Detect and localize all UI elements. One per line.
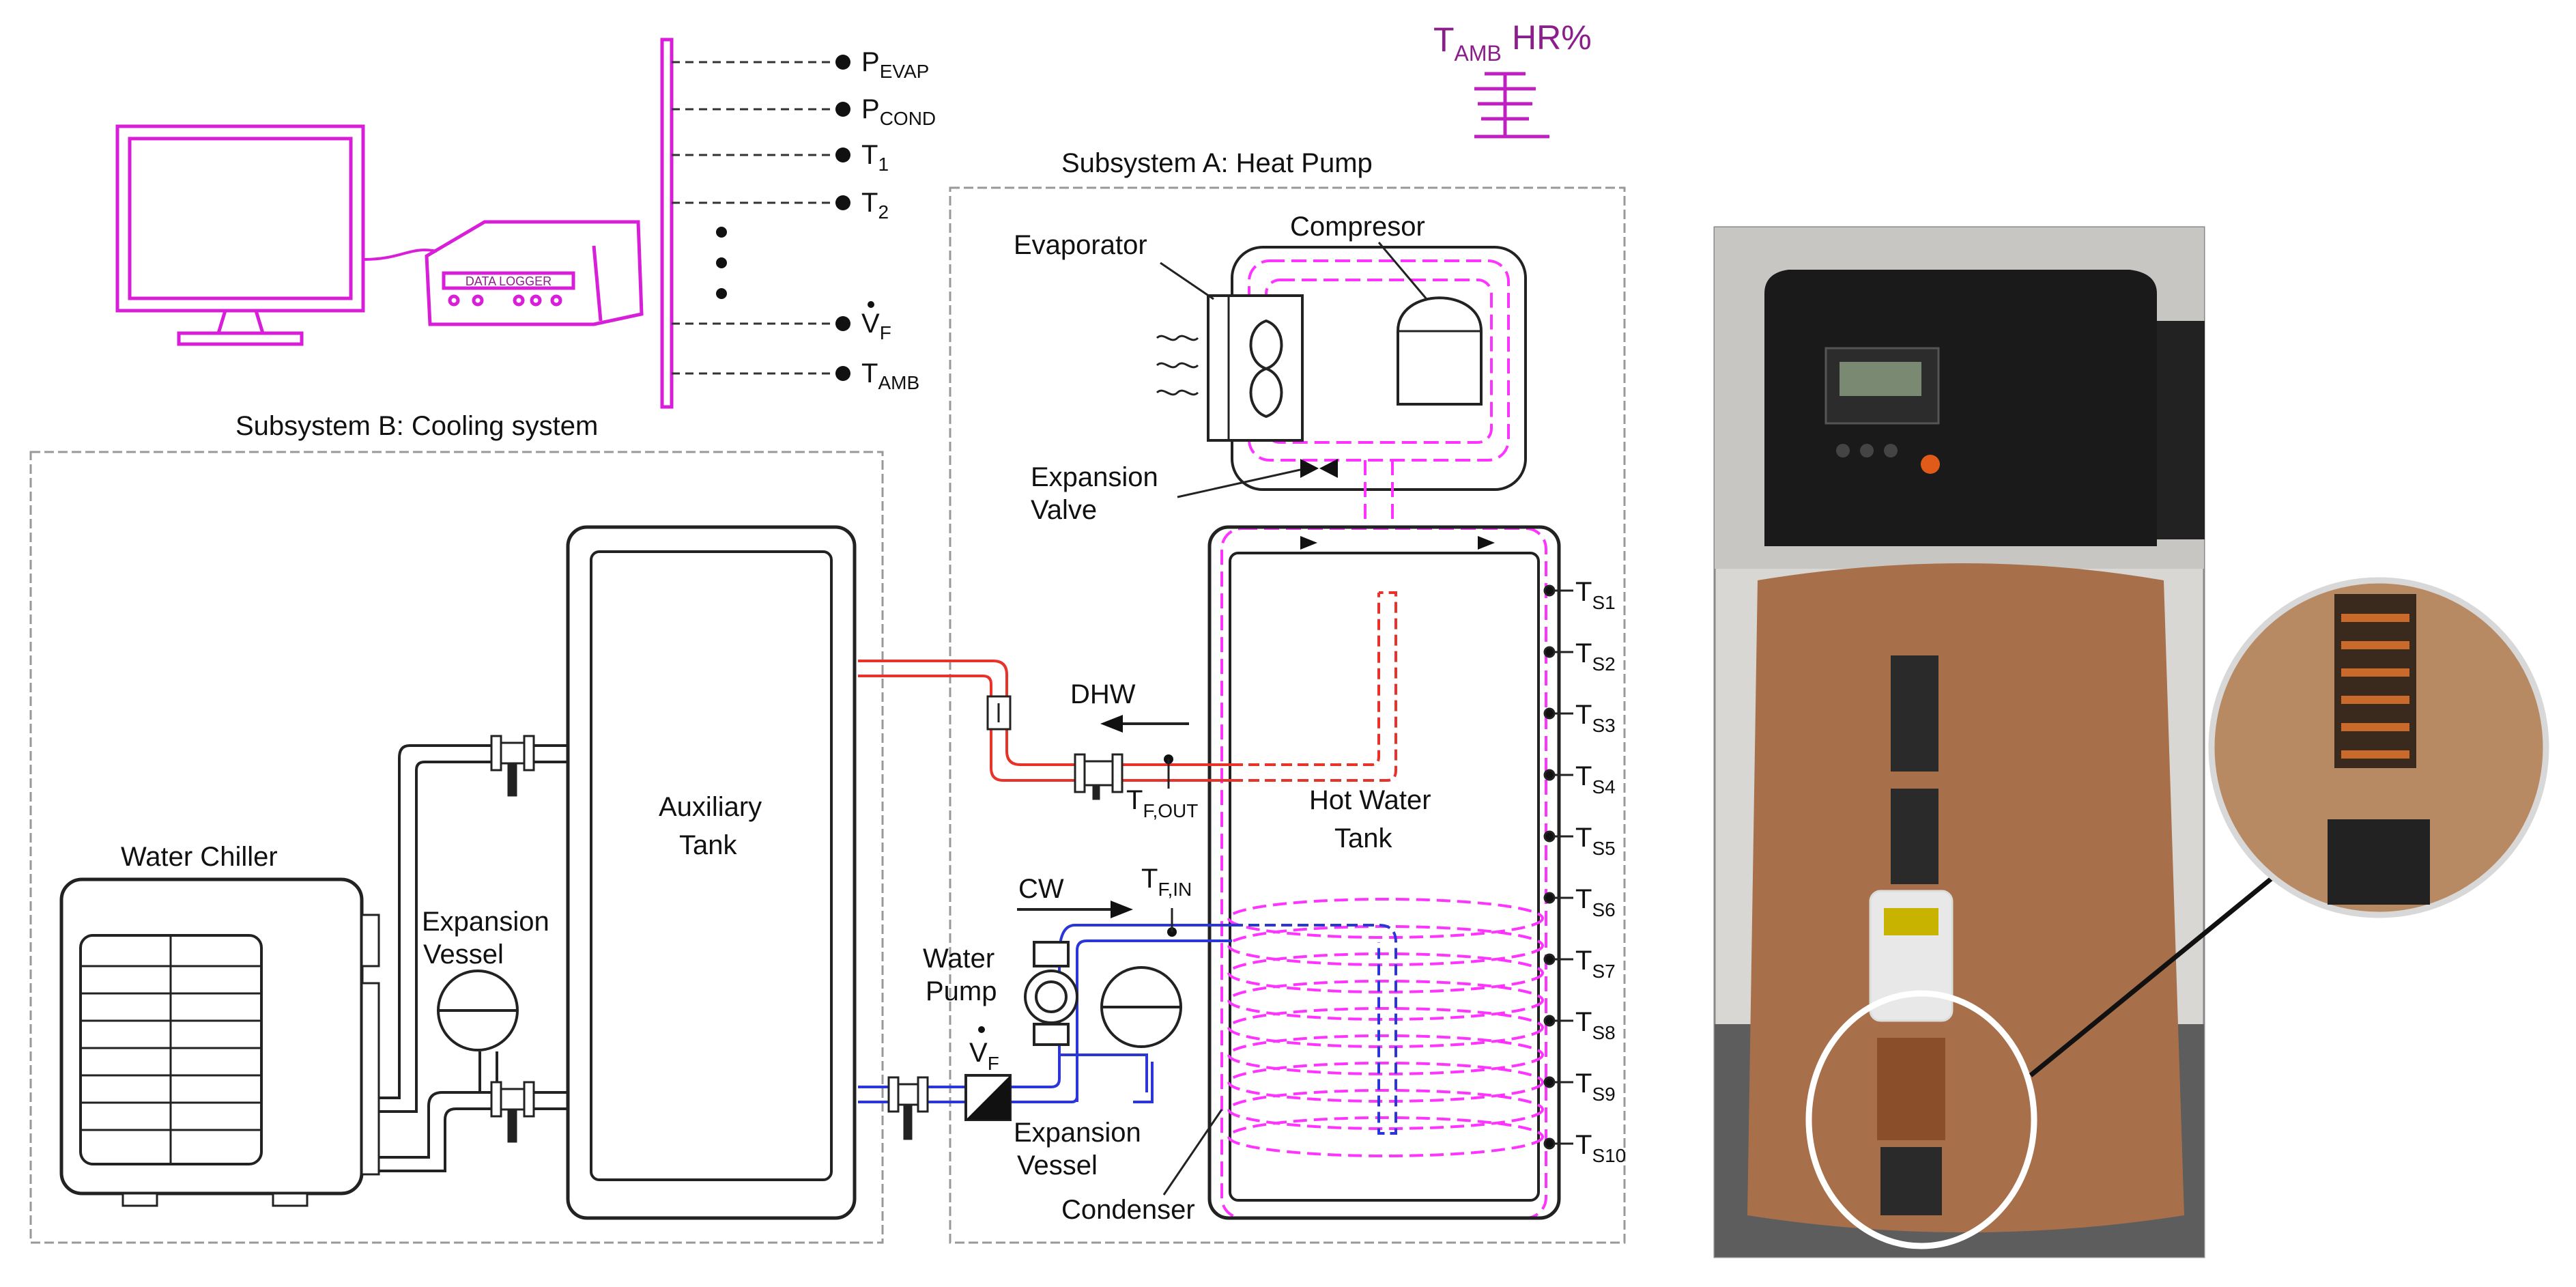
unit-photo <box>1713 226 2549 1258</box>
expansion-valve-leader <box>1177 468 1301 498</box>
expansion-vessel-hp-icon <box>1100 966 1182 1048</box>
hot-water-tank <box>1207 525 1561 1220</box>
monitor-cable <box>362 249 438 261</box>
sensor-ts1: TS1 <box>1575 577 1616 613</box>
cold-water-ball-valve-icon <box>887 1076 929 1140</box>
compressor-label: Compresor <box>1290 212 1425 242</box>
sensor-ts8: TS8 <box>1575 1007 1616 1043</box>
evaporator-leader <box>1160 261 1214 300</box>
sensor-ts9: TS9 <box>1575 1069 1616 1105</box>
subsystem-a-title: Subsystem A: Heat Pump <box>1061 148 1373 178</box>
refrigerant-flow-arrows <box>1300 536 1495 550</box>
auxiliary-tank <box>566 525 857 1220</box>
sensor-ts10: TS10 <box>1575 1130 1626 1166</box>
signal-t1: T1 <box>861 140 889 175</box>
subsystem-b-box <box>29 451 884 1244</box>
humidity-label: HR% <box>1512 18 1592 57</box>
ambient-temp-label: TAMB <box>1433 20 1502 66</box>
data-logger-label: DATA LOGGER <box>466 274 552 288</box>
cooling-valve-lower-icon <box>490 1081 535 1143</box>
signal-points <box>716 55 850 381</box>
condenser-coil-icon <box>1227 898 1544 1157</box>
sensor-ts3: TS3 <box>1575 700 1616 736</box>
auxiliary-tank-inner <box>590 550 833 1181</box>
expansion-valve-icon <box>1300 459 1338 478</box>
signal-p-evap: PEVAP <box>861 47 929 82</box>
signal-lines <box>672 61 842 375</box>
compressor-icon <box>1397 296 1483 406</box>
subsystem-b-title: Subsystem B: Cooling system <box>235 411 598 441</box>
expansion-vessel-cs-icon <box>437 970 519 1051</box>
t-f-out-label: TF,OUT <box>1126 785 1198 821</box>
sensor-ts2: TS2 <box>1575 638 1616 675</box>
flow-meter-label: VF <box>969 1038 999 1074</box>
air-flow-icon <box>1156 335 1199 396</box>
check-valve-icon <box>986 695 1012 731</box>
evaporator-label: Evaporator <box>1014 230 1147 260</box>
signal-t-amb: TAMB <box>861 358 919 393</box>
condenser-label: Condenser <box>1061 1195 1195 1225</box>
cw-label: CW <box>1018 874 1064 904</box>
tank-sensor-points <box>1543 584 1573 1150</box>
subsystem-a-box <box>949 186 1626 1244</box>
flow-meter-dot-icon <box>978 1026 985 1033</box>
monitor-icon <box>115 124 365 346</box>
sensor-ts5: TS5 <box>1575 823 1616 859</box>
t-f-in-label: TF,IN <box>1141 864 1192 900</box>
ambient-sensor: TAMB HR% <box>1433 18 1592 139</box>
hot-water-ball-valve-icon <box>1074 753 1124 800</box>
compressor-leader <box>1377 242 1428 300</box>
dhw-label: DHW <box>1070 679 1136 709</box>
hot-water-tank-inner <box>1229 552 1540 1202</box>
signal-vf: VF <box>861 309 891 343</box>
cw-flow-arrow <box>1017 901 1133 918</box>
radiation-shield-icon <box>1474 72 1549 139</box>
sensor-ts4: TS4 <box>1575 761 1616 797</box>
water-pump-icon <box>1024 941 1078 1046</box>
instrument-bus <box>660 38 674 409</box>
evaporator-icon <box>1207 294 1304 442</box>
data-logger-icon <box>425 220 644 326</box>
condenser-leader <box>1162 1109 1223 1196</box>
water-chiller-icon <box>59 877 380 1207</box>
sensor-ts6: TS6 <box>1575 884 1616 920</box>
flow-meter-icon <box>964 1074 1012 1121</box>
cooling-valve-upper-icon <box>490 735 535 797</box>
water-chiller-label: Water Chiller <box>121 842 278 872</box>
flow-dot-icon <box>868 301 874 308</box>
sensor-ts7: TS7 <box>1575 946 1616 982</box>
dhw-flow-arrow <box>1100 715 1189 733</box>
signal-p-cond: PCOND <box>861 94 936 129</box>
signal-t2: T2 <box>861 188 889 223</box>
